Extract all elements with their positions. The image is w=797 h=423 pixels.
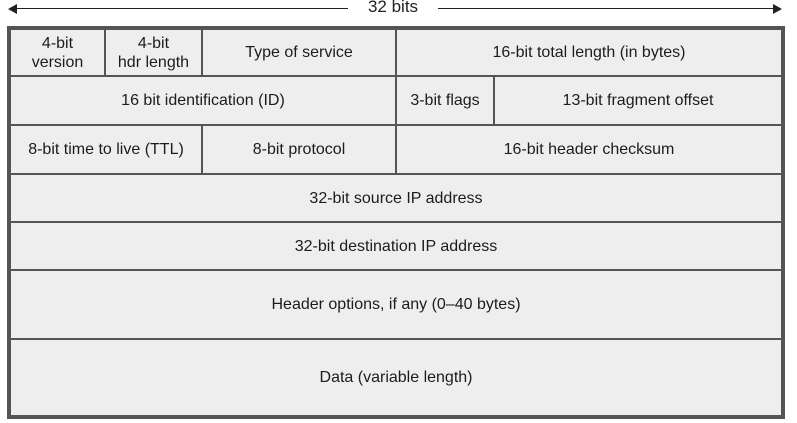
right-arrowhead-icon xyxy=(773,4,782,14)
header-row-6: Header options, if any (0–40 bytes) xyxy=(7,269,785,339)
field-header-options: Header options, if any (0–40 bytes) xyxy=(11,271,781,338)
field-header-length: 4-bit hdr length xyxy=(106,30,201,75)
bit-width-label: 32 bits xyxy=(367,0,419,16)
field-version: 4-bit version xyxy=(11,30,104,75)
field-fragment-offset: 13-bit fragment offset xyxy=(495,77,781,124)
field-header-checksum: 16-bit header checksum xyxy=(397,126,781,173)
field-source-ip: 32-bit source IP address xyxy=(11,175,781,221)
header-row-2: 16 bit identification (ID) 3-bit flags 1… xyxy=(7,75,785,125)
field-time-to-live: 8-bit time to live (TTL) xyxy=(11,126,201,173)
field-data: Data (variable length) xyxy=(11,340,781,415)
field-identification: 16 bit identification (ID) xyxy=(11,77,395,124)
ruler-line-left xyxy=(12,8,348,9)
bit-width-ruler: 32 bits xyxy=(0,0,797,18)
ruler-line-right xyxy=(438,8,776,9)
field-flags: 3-bit flags xyxy=(397,77,493,124)
data-row: Data (variable length) xyxy=(7,338,785,419)
ip-datagram-format-table: 4-bit version 4-bit hdr length Type of s… xyxy=(7,26,785,419)
header-row-1: 4-bit version 4-bit hdr length Type of s… xyxy=(7,26,785,76)
field-total-length: 16-bit total length (in bytes) xyxy=(397,30,781,75)
header-row-3: 8-bit time to live (TTL) 8-bit protocol … xyxy=(7,124,785,174)
field-destination-ip: 32-bit destination IP address xyxy=(11,223,781,269)
field-type-of-service: Type of service xyxy=(203,30,395,75)
header-row-4: 32-bit source IP address xyxy=(7,173,785,222)
header-row-5: 32-bit destination IP address xyxy=(7,221,785,270)
left-arrowhead-icon xyxy=(8,4,17,14)
field-protocol: 8-bit protocol xyxy=(203,126,395,173)
